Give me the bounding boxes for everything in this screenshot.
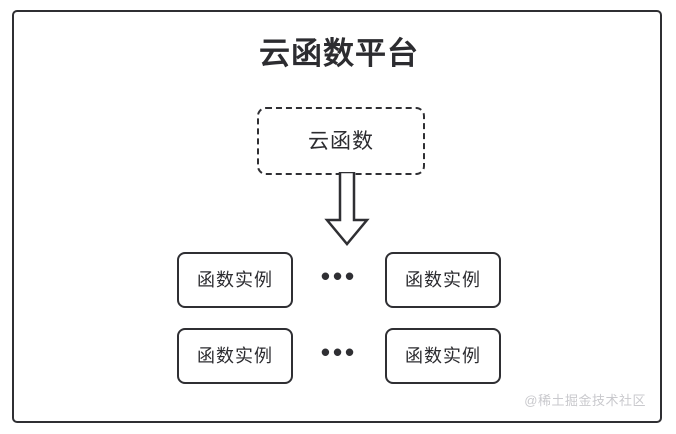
function-instance-node[interactable]: 函数实例 bbox=[385, 252, 501, 308]
ellipsis-indicator: ••• bbox=[320, 261, 358, 291]
ellipsis-indicator: ••• bbox=[320, 337, 358, 367]
function-instance-node[interactable]: 函数实例 bbox=[177, 252, 293, 308]
cloud-function-platform-container: 云函数平台 云函数 函数实例 ••• 函数实例 函数实例 ••• 函数实例 bbox=[12, 10, 662, 423]
instance-row: 函数实例 ••• 函数实例 bbox=[14, 328, 664, 384]
function-instance-label: 函数实例 bbox=[405, 270, 481, 290]
function-instance-node[interactable]: 函数实例 bbox=[177, 328, 293, 384]
function-instance-label: 函数实例 bbox=[197, 346, 273, 366]
page-title: 云函数平台 bbox=[259, 36, 419, 71]
instance-row: 函数实例 ••• 函数实例 bbox=[14, 252, 664, 308]
function-instance-node[interactable]: 函数实例 bbox=[385, 328, 501, 384]
down-block-arrow-icon bbox=[314, 170, 380, 247]
cloud-function-label: 云函数 bbox=[308, 129, 374, 153]
watermark-text: @稀土掘金技术社区 bbox=[524, 393, 646, 408]
function-instance-label: 函数实例 bbox=[405, 346, 481, 366]
function-instance-label: 函数实例 bbox=[197, 270, 273, 290]
cloud-function-node[interactable]: 云函数 bbox=[257, 107, 425, 175]
